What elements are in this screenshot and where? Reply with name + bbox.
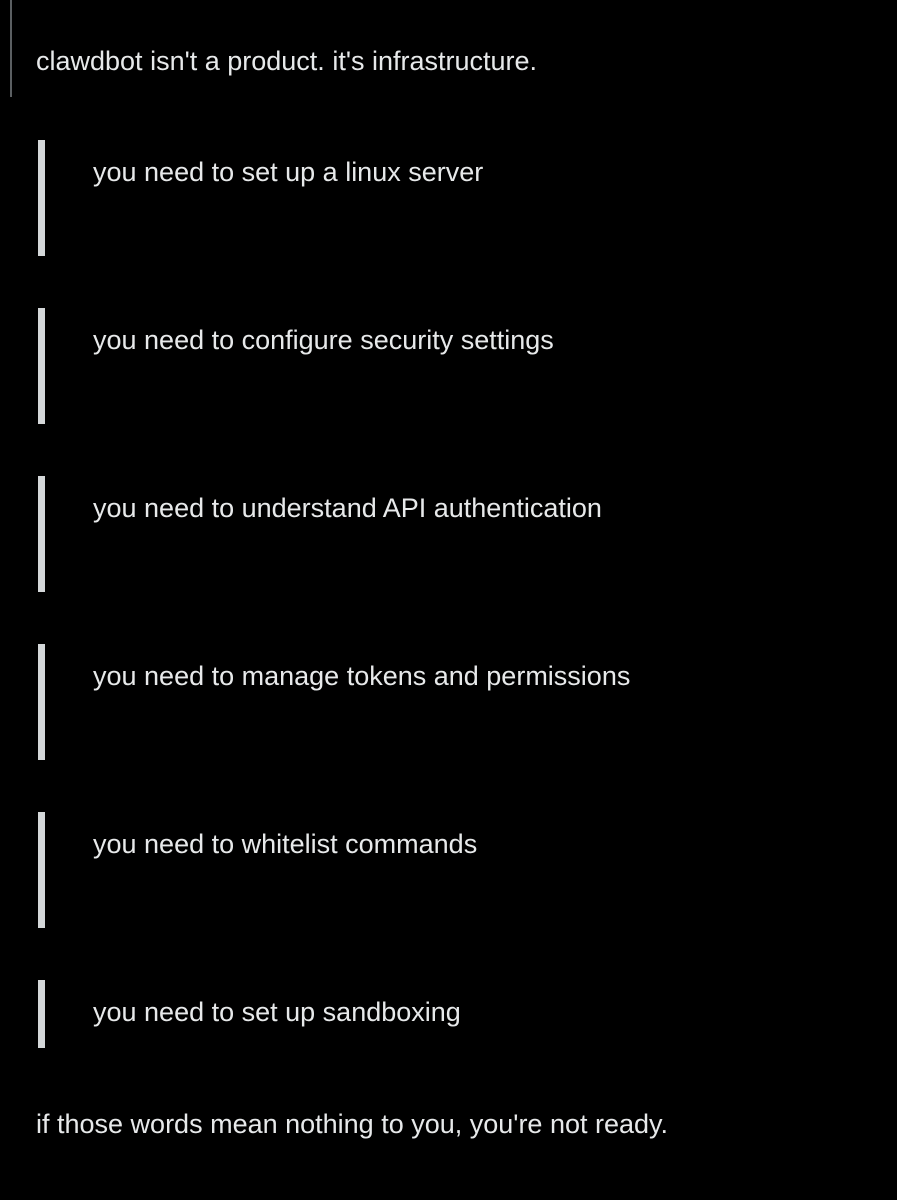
intro-text: clawdbot isn't a product. it's infrastru…: [36, 46, 538, 76]
quote-block: you need to understand API authenticatio…: [38, 476, 861, 592]
quote-text: you need to manage tokens and permission…: [93, 661, 631, 691]
quote-text: you need to set up a linux server: [93, 157, 484, 187]
post-body: clawdbot isn't a product. it's infrastru…: [36, 0, 861, 1141]
quote-text: you need to set up sandboxing: [93, 997, 461, 1027]
left-edge-line: [10, 0, 12, 97]
quote-block: you need to whitelist commands: [38, 812, 861, 928]
quote-block: you need to configure security settings: [38, 308, 861, 424]
quote-block: you need to manage tokens and permission…: [38, 644, 861, 760]
quote-block: you need to set up sandboxing: [38, 980, 861, 1048]
quote-text: you need to whitelist commands: [93, 829, 478, 859]
outro-text: if those words mean nothing to you, you'…: [36, 1109, 669, 1139]
quote-block: you need to set up a linux server: [38, 140, 861, 256]
quote-text: you need to configure security settings: [93, 325, 554, 355]
quote-text: you need to understand API authenticatio…: [93, 493, 602, 523]
